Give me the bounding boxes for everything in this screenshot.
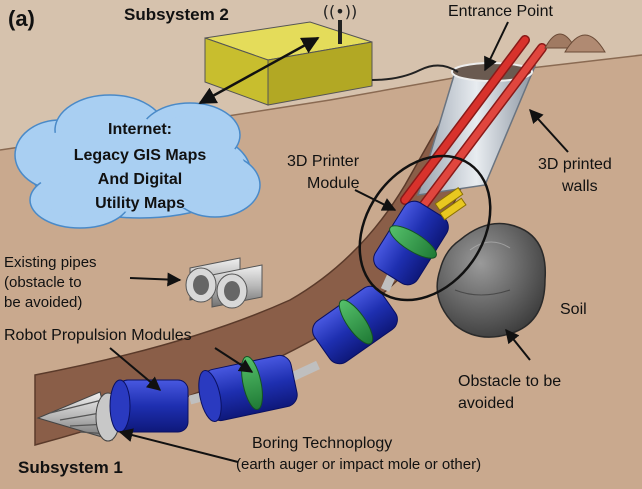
arrow-obstacle — [505, 328, 531, 361]
subsystem-2-label: Subsystem 2 — [124, 5, 229, 24]
arrow-pipes — [129, 272, 182, 287]
arrow-printer — [354, 189, 397, 211]
arrow-boring — [118, 428, 239, 463]
boring-label-line-2: (earth auger or impact mole or other) — [236, 456, 482, 473]
propulsion-label: Robot Propulsion Modules — [4, 327, 192, 344]
arrow-propulsion-1 — [109, 347, 162, 391]
subsystem-1-label: Subsystem 1 — [18, 458, 123, 477]
internet-line-1: Legacy GIS Maps — [73, 147, 207, 164]
connection-cable — [371, 64, 459, 81]
red-tube-1-highlight — [401, 36, 529, 204]
boring-label-line-1: Boring Technoplogy — [252, 435, 393, 452]
entrance-label: Entrance Point — [448, 3, 553, 20]
internet-link-arrow — [198, 36, 320, 105]
red-tube-2-highlight — [416, 44, 546, 214]
pipes-label-line-2: (obstacle to — [4, 274, 82, 291]
soil-label: Soil — [560, 301, 587, 318]
printer-module — [373, 186, 467, 286]
propulsion-module-1 — [109, 379, 189, 433]
wifi-icon: ((•)) — [323, 2, 357, 21]
internet-line-3: Utility Maps — [95, 195, 185, 212]
obstacle-label-line-2: avoided — [458, 395, 515, 412]
internet-line-2: And Digital — [97, 171, 183, 188]
walls-label-line-2: walls — [562, 178, 598, 195]
internet-cloud — [14, 94, 261, 229]
printer-label-line-2: Module — [307, 175, 360, 192]
surface-mound-2 — [564, 34, 606, 53]
joint-2 — [288, 360, 320, 383]
walls-label-line-1: 3D printed — [538, 156, 612, 173]
arrow-walls — [529, 108, 569, 153]
pipes-label-line-3: be avoided) — [4, 294, 83, 311]
arrow-propulsion-2 — [214, 347, 254, 373]
internet-title: Internet: — [108, 121, 172, 138]
obstacle-label-line-1: Obstacle to be — [458, 373, 562, 390]
panel-label: (a) — [8, 6, 35, 31]
pipes-label-line-1: Existing pipes — [4, 254, 97, 271]
existing-pipes — [185, 257, 263, 309]
printer-label-line-1: 3D Printer — [287, 153, 360, 170]
propulsion-module-3 — [312, 285, 398, 365]
printer-highlight-ring — [358, 154, 492, 302]
arrow-entrance — [484, 21, 509, 72]
